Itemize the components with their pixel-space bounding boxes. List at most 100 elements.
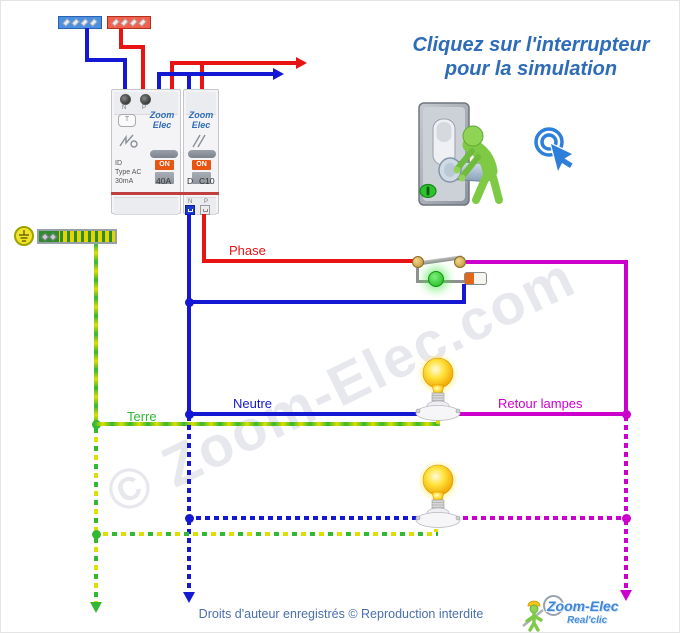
breaker-curve-class: D	[187, 176, 194, 186]
breaker-rating-label: 40A	[156, 176, 172, 186]
busbar-screw	[120, 18, 129, 27]
logo-name: Zoom-Elec	[547, 598, 619, 614]
wire-retour-top	[466, 260, 628, 264]
retour-lampes-label: Retour lampes	[498, 396, 583, 411]
wire-retour-dotted-v1	[624, 416, 628, 516]
wire-neutral-link-up	[157, 72, 161, 93]
breaker-rating-label: C10	[199, 176, 215, 186]
junction	[622, 410, 631, 419]
wire-retour-dotted-v2	[624, 520, 628, 590]
breaker-toggle-handle[interactable]	[192, 172, 211, 184]
wire-neutral-main	[187, 214, 191, 414]
terminal-screw	[140, 94, 151, 105]
wire-neutral-run	[85, 58, 127, 62]
wire-phase-down	[202, 214, 206, 263]
wire-neutral-link-down	[187, 72, 191, 93]
busbar-screw	[71, 18, 80, 27]
busbar-screw	[129, 18, 138, 27]
wire-retour-dotted-lamp2	[454, 516, 626, 520]
wire-terre-dotted-v1	[94, 428, 98, 532]
terminal-n-label: N	[122, 105, 127, 111]
lamp-2	[415, 460, 461, 528]
wire-indicator-neutral-v	[462, 284, 466, 304]
terre-label: Terre	[127, 409, 157, 424]
wire-phase-entry	[141, 45, 145, 93]
title-line1: Cliquez sur l'interrupteur	[412, 34, 650, 56]
wire-indicator-neutral-h	[189, 300, 466, 304]
wire-retour-right	[624, 260, 628, 414]
din-rail-line	[111, 192, 219, 195]
test-button[interactable]: T	[118, 114, 136, 127]
lamp-1	[415, 353, 461, 421]
wire-neutral-dotted-v2	[187, 520, 191, 592]
brand-line1: Zoom	[188, 110, 214, 120]
wire-neutral-dotted-v1	[187, 416, 191, 516]
switch-contact[interactable]	[412, 256, 424, 268]
busbar-screw	[48, 232, 58, 242]
wire-neutral-dotted-lamp2	[187, 516, 419, 520]
junction	[185, 298, 194, 307]
earth-symbol	[14, 226, 34, 246]
neutre-label: Neutre	[233, 396, 273, 411]
cursor-arrow-icon	[549, 141, 575, 175]
logo-tagline: Real'clic	[567, 615, 608, 626]
switch-indicator-led	[428, 271, 444, 287]
busbar-screw	[138, 18, 147, 27]
switch-contact[interactable]	[454, 256, 466, 268]
copyright-text: Droits d'auteur enregistrés © Reproducti…	[198, 607, 484, 621]
phase-departure-arrow	[296, 57, 307, 69]
phase-label: Phase	[229, 243, 266, 258]
wire-terre-lamp1	[94, 422, 440, 426]
differential-breaker: N P T Zoom Elec ON ID Type AC 30mA 40A	[111, 89, 181, 215]
wire-neutral-lamp1	[187, 412, 419, 416]
busbar-screw	[111, 18, 120, 27]
switch-symbol-icon	[192, 134, 206, 148]
brand-label: Zoom Elec	[185, 110, 217, 130]
neutral-departure-arrow	[273, 68, 284, 80]
terminal-screw	[120, 94, 131, 105]
breaker-id-label: ID	[115, 160, 122, 167]
wire-neutral-entry	[123, 58, 127, 93]
phase-busbar	[107, 16, 151, 29]
breaker-toggle[interactable]	[188, 150, 216, 158]
terminal-p-label: P	[142, 105, 147, 111]
wire-terre-dotted-lamp2	[94, 532, 438, 536]
junction	[622, 514, 631, 523]
breaker-bottom-panel	[114, 197, 178, 215]
circuit-breaker-c10: Zoom Elec ON D C10 N P	[183, 89, 219, 215]
breaker-top-panel	[186, 92, 216, 115]
zoom-elec-logo: Zoom-Elec Real'clic	[543, 595, 655, 632]
wire-retour-lamp1	[454, 412, 628, 416]
breaker-sensitivity-label: 30mA	[115, 178, 134, 185]
wire-terre-dotted-v2	[94, 538, 98, 602]
click-icon	[534, 127, 575, 175]
switch-indicator-capsule	[464, 272, 487, 285]
page-title: Cliquez sur l'interrupteur pour la simul…	[399, 33, 663, 81]
brand-line2: Elec	[191, 120, 211, 130]
retour-continuation-arrow	[620, 590, 632, 601]
breaker-toggle-handle[interactable]	[155, 172, 174, 184]
wire-phase-drop	[119, 28, 123, 49]
busbar-screw	[89, 18, 98, 27]
breaker-on-indicator[interactable]: ON	[192, 160, 211, 170]
brand-label: Zoom Elec	[145, 110, 179, 130]
neutral-busbar	[58, 16, 102, 29]
wire-indicator-gray-v	[416, 268, 419, 281]
brand-line1: Zoom	[149, 110, 175, 120]
wall-switch-illustration[interactable]	[414, 93, 594, 211]
busbar-screw	[62, 18, 71, 27]
busbar-screw	[80, 18, 89, 27]
breaker-type-label: Type AC	[115, 169, 142, 176]
breaker-toggle[interactable]	[150, 150, 178, 158]
wire-phase-run	[119, 45, 145, 49]
neutral-continuation-arrow	[183, 592, 195, 603]
differential-symbol-icon	[119, 134, 138, 148]
earth-busbar	[37, 229, 117, 244]
wire-neutral-departure	[157, 72, 273, 76]
breaker-on-indicator[interactable]: ON	[155, 160, 174, 170]
wire-phase-to-switch	[202, 259, 416, 263]
wire-phase-link-down	[200, 61, 204, 93]
terre-continuation-arrow	[90, 602, 102, 613]
terminal-n-label: N	[188, 199, 193, 205]
